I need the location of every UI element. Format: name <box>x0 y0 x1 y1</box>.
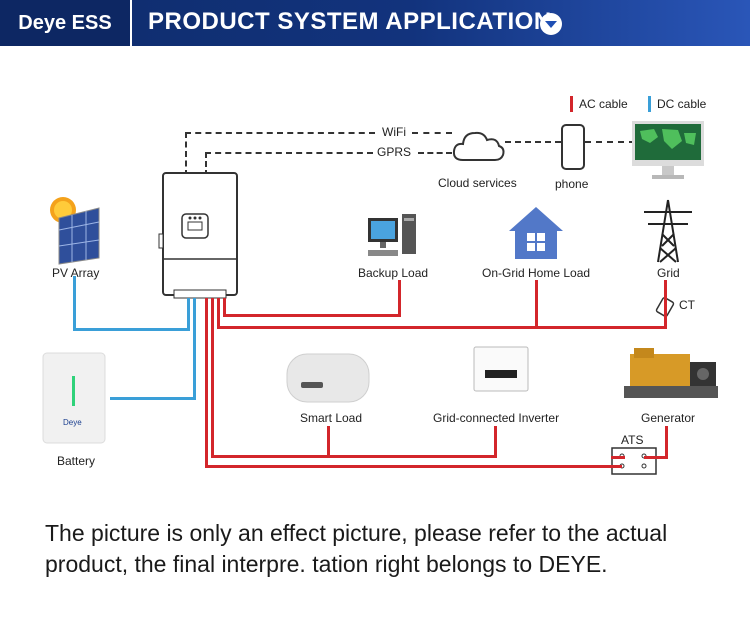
phone-monitor-link <box>585 141 635 143</box>
hybrid-inverter <box>158 172 238 299</box>
cloud-services-label: Cloud services <box>438 176 517 190</box>
power-tower-icon <box>644 199 692 263</box>
smart-ac-cable-h <box>211 455 497 458</box>
battery-icon <box>42 352 106 444</box>
ats-label: ATS <box>621 433 644 447</box>
ats-gen-cable-up <box>665 426 668 459</box>
computer-icon <box>368 214 416 256</box>
grid-ac-cable-up <box>664 280 667 329</box>
wifi-link-vertical <box>185 132 187 176</box>
smart-load-label: Smart Load <box>300 411 363 425</box>
pv-dc-cable <box>73 276 76 330</box>
solar-panel-icon <box>50 197 100 265</box>
page-title: PRODUCT SYSTEM APPLICATION <box>148 8 552 35</box>
gen-ac-cable-h <box>205 465 622 468</box>
backup-ac-cable-up <box>398 280 401 317</box>
wifi-link-2 <box>412 132 452 134</box>
gen-ac-cable-v <box>205 298 208 468</box>
pv-array-label: PV Array <box>52 266 100 280</box>
battery-brand: Deye <box>63 418 82 427</box>
brand-logo: Deye ESS <box>0 0 132 46</box>
battery-label: Battery <box>57 454 96 468</box>
wifi-label: WiFi <box>382 125 406 139</box>
home-load-label: On-Grid Home Load <box>482 266 591 280</box>
monitor-icon <box>632 121 704 179</box>
pv-dc-cable-h <box>73 328 190 331</box>
ac-cable-swatch <box>570 96 573 112</box>
ats-gen-cable-h <box>644 456 668 459</box>
backup-ac-cable-v <box>223 298 226 317</box>
disclaimer-text: The picture is only an effect picture, p… <box>45 520 668 577</box>
grid-inverter-label: Grid-connected Inverter <box>433 411 560 425</box>
grid-inverter-icon <box>473 346 529 392</box>
gprs-link-2 <box>418 152 452 154</box>
grid-ac-cable-h <box>217 326 667 329</box>
grid-ac-cable-v <box>217 298 220 329</box>
backup-ac-cable-h <box>223 314 401 317</box>
gprs-link <box>205 152 373 154</box>
gprs-link-vertical <box>205 152 207 176</box>
home-icon <box>509 207 563 259</box>
gprs-label: GPRS <box>377 145 412 159</box>
ct-label: CT <box>679 298 695 312</box>
generator-icon <box>624 348 718 398</box>
pv-dc-cable-up <box>187 298 190 331</box>
phone-icon <box>561 124 585 170</box>
water-heater-icon <box>286 353 370 403</box>
battery-dc-cable-up <box>193 298 196 400</box>
smart-ac-cable-up <box>327 426 330 458</box>
dc-cable-label: DC cable <box>657 97 707 111</box>
battery-dc-cable-h <box>110 397 196 400</box>
phone-label: phone <box>555 177 589 191</box>
ac-cable-label: AC cable <box>579 97 628 111</box>
cloud-phone-link <box>505 141 561 143</box>
dc-cable-swatch <box>648 96 651 112</box>
wifi-link <box>185 132 375 134</box>
chevron-down-icon[interactable] <box>540 13 562 35</box>
gridinv-ac-cable-up <box>494 426 497 458</box>
home-ac-cable <box>535 280 538 329</box>
grid-label: Grid <box>657 266 680 280</box>
backup-load-label: Backup Load <box>358 266 429 280</box>
header-banner: Deye ESS PRODUCT SYSTEM APPLICATION <box>0 0 750 46</box>
cloud-icon <box>452 131 505 161</box>
generator-label: Generator <box>641 411 696 425</box>
ats-switch-icon <box>611 447 657 475</box>
smart-ac-cable-v <box>211 298 214 458</box>
ats-ac-cable-top <box>611 456 625 459</box>
